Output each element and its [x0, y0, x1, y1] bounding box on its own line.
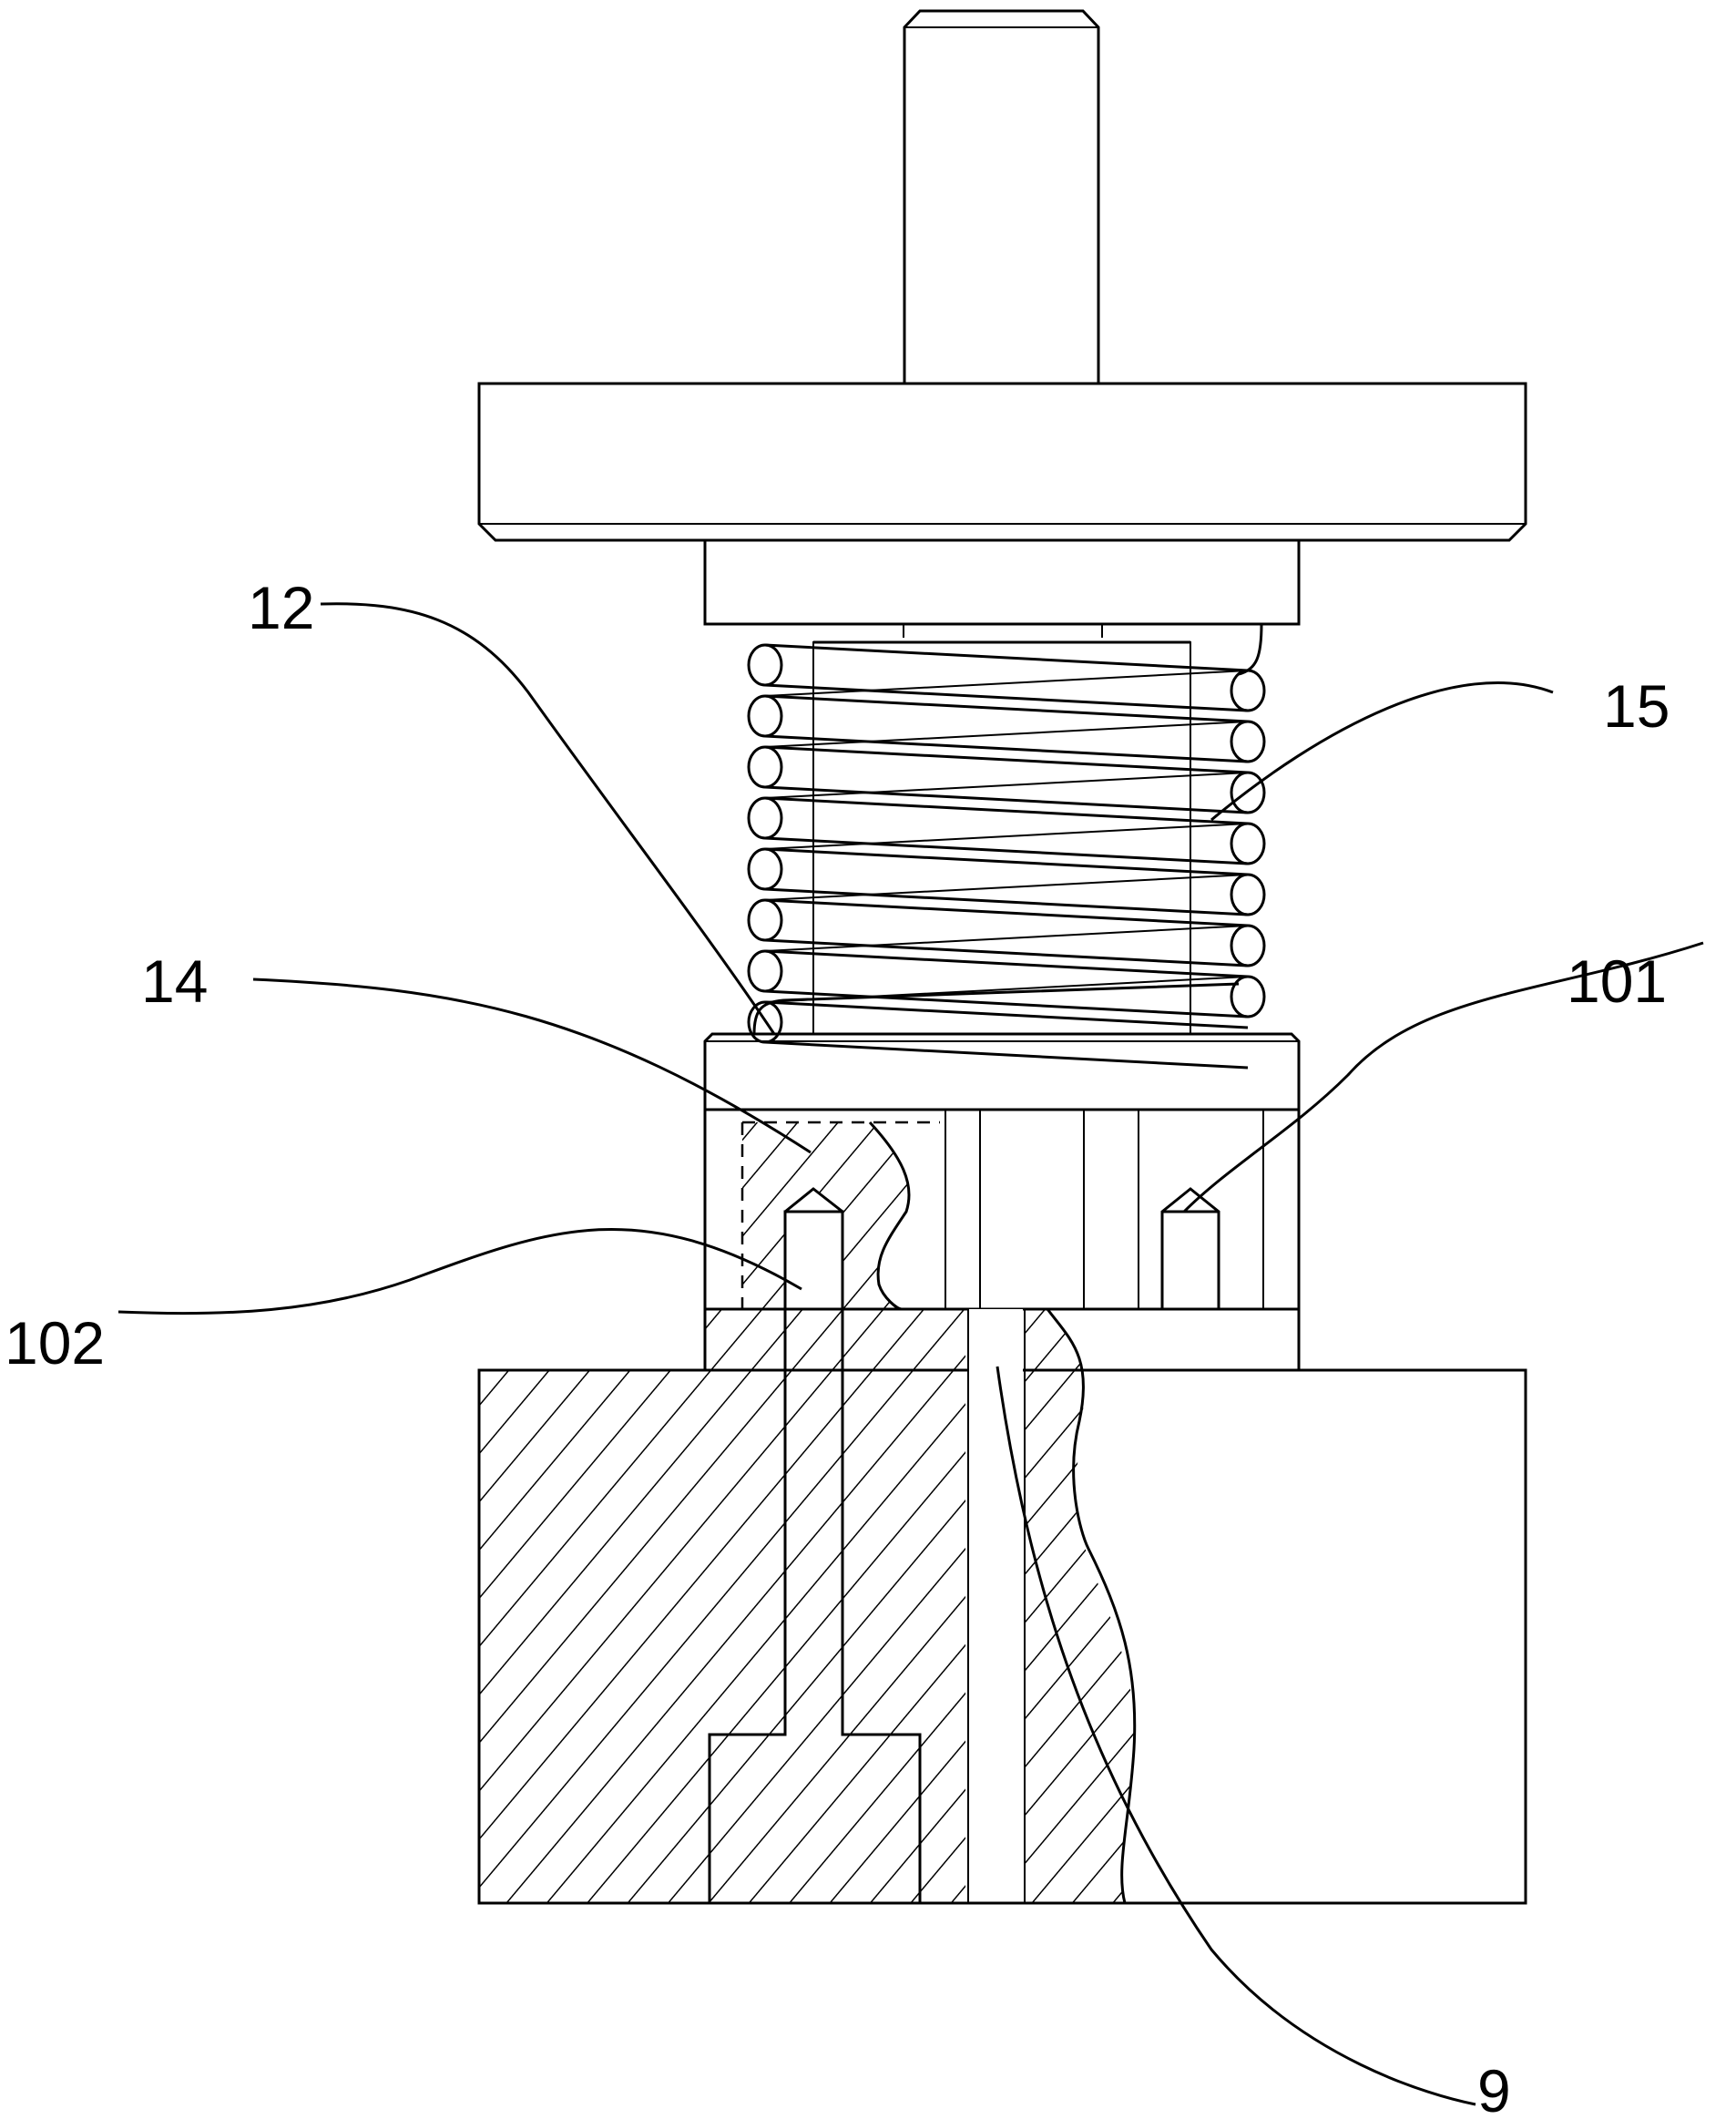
label-9: 9 — [1477, 2057, 1511, 2119]
spring-wire — [764, 989, 1249, 1019]
label-15: 15 — [1603, 672, 1670, 740]
plate — [703, 1032, 1301, 1111]
leader-14 — [252, 978, 812, 1154]
label-101: 101 — [1567, 947, 1667, 1015]
spring-coil-right — [1230, 720, 1266, 763]
leader-102 — [117, 1227, 802, 1315]
spring-coil-right — [1230, 822, 1266, 865]
spring-wire — [764, 847, 1249, 876]
spring-end — [752, 982, 1240, 1035]
pin-101 — [1160, 1187, 1220, 1311]
base-hatch — [479, 1370, 965, 1903]
spring-end — [1238, 623, 1263, 676]
spring-wire — [764, 670, 1249, 697]
middle-body — [703, 1110, 1301, 1309]
spring-wire — [764, 949, 1249, 978]
leader-101 — [1182, 941, 1704, 1213]
label-12: 12 — [248, 574, 314, 641]
spring-wire — [764, 721, 1249, 748]
spring-wire — [764, 785, 1249, 814]
spring-coil-left — [747, 796, 783, 840]
pin-102 — [783, 1187, 844, 1311]
label-102: 102 — [5, 1309, 105, 1377]
collar — [703, 538, 1301, 626]
leader-9 — [996, 1366, 1476, 2106]
leader-12 — [320, 602, 776, 1035]
spring-wire — [764, 1000, 1249, 1029]
spring-wire — [764, 796, 1249, 825]
spring-wire — [764, 772, 1249, 799]
label-14: 14 — [141, 947, 208, 1015]
spring-coil-left — [747, 694, 783, 738]
spring-wire — [764, 694, 1249, 723]
spring-wire — [764, 898, 1249, 927]
spring-wire — [764, 683, 1249, 712]
spring-coil-right — [1230, 669, 1266, 712]
spring-coil-left — [747, 745, 783, 789]
spring-wire — [764, 643, 1249, 672]
spring-coil-left — [747, 847, 783, 891]
spring-coil-right — [1230, 924, 1266, 967]
flange — [477, 382, 1527, 542]
spring — [747, 623, 1266, 1070]
spring-wire — [764, 1040, 1249, 1070]
spring-wire — [764, 823, 1249, 850]
spring-wire — [764, 836, 1249, 865]
spring-coil-left — [747, 949, 783, 993]
spring-wire — [764, 734, 1249, 763]
spring-coil-right — [1230, 873, 1266, 916]
spring-coil-left — [747, 898, 783, 942]
spring-wire — [764, 874, 1249, 901]
spring-coil-left — [747, 643, 783, 687]
spring-wire — [764, 745, 1249, 774]
spring-wire — [764, 925, 1249, 952]
spring-wire — [764, 938, 1249, 967]
top-shaft — [903, 9, 1100, 384]
spring-wire — [764, 887, 1249, 916]
leader-15 — [1210, 681, 1554, 822]
